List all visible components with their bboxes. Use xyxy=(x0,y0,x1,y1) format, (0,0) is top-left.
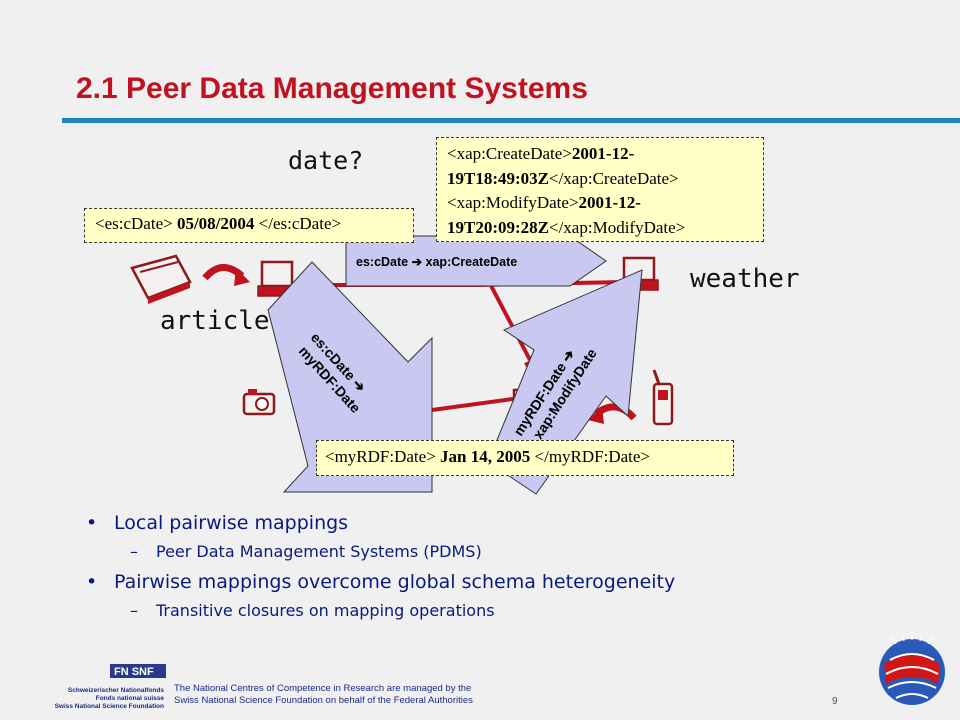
footer-line2: Swiss National Science Foundation on beh… xyxy=(174,695,473,706)
scanner-icon xyxy=(130,254,192,304)
snf-name-en: Swiss National Science Foundation xyxy=(55,703,164,710)
xap-create-date-part2: 19T18:49:03Z xyxy=(447,168,549,188)
footer-line1: The National Centres of Competence in Re… xyxy=(174,683,472,694)
mapping-top-label: es:cDate ➔ xap:CreateDate xyxy=(356,255,517,269)
es-open-tag: <es:cDate> xyxy=(95,214,173,233)
xap-create-open-tag: <xap:CreateDate> xyxy=(447,144,572,163)
xap-create-close-tag: </xap:CreateDate> xyxy=(549,168,679,188)
mapping-callout-top: es:cDate ➔ xap:CreateDate xyxy=(345,235,607,287)
xap-modify-close-tag: </xap:ModifyDate> xyxy=(549,217,686,237)
es-close-tag: </es:cDate> xyxy=(258,214,342,233)
footer-note: The National Centres of Competence in Re… xyxy=(174,683,473,707)
curved-arrow-icon xyxy=(588,403,637,424)
es-metadata-box: <es:cDate> 05/08/2004 </es:cDate> xyxy=(84,208,414,243)
xap-modify-open-tag: <xap:ModifyDate> xyxy=(447,193,579,212)
myrdf-metadata-box: <myRDF:Date> Jan 14, 2005 </myRDF:Date> xyxy=(316,440,734,476)
slide-title: 2.1 Peer Data Management Systems xyxy=(76,72,588,105)
es-date-value: 05/08/2004 xyxy=(176,214,255,233)
mobile-phone-icon xyxy=(652,369,674,426)
myrdf-close-tag: </myRDF:Date> xyxy=(534,447,651,466)
snf-name-de: Schweizerischer Nationalfonds xyxy=(68,687,164,694)
snf-logo: FN SNF Schweizerischer Nationalfonds Fon… xyxy=(55,664,166,710)
bullet-item: Local pairwise mappings xyxy=(86,512,792,534)
page-number: 9 xyxy=(832,696,838,707)
link-bottom-center xyxy=(431,396,521,412)
nccr-globe-logo xyxy=(879,634,945,705)
snf-name-fr: Fonds national suisse xyxy=(96,695,165,702)
xap-modify-date-part2: 19T20:09:28Z xyxy=(447,217,549,237)
title-rule xyxy=(62,118,960,123)
sub-bullet-item: Transitive closures on mapping operation… xyxy=(92,601,792,620)
weather-label: weather xyxy=(690,264,800,294)
xap-modify-date-part1: 2001-12- xyxy=(578,193,641,212)
bullet-list: Local pairwise mappings Peer Data Manage… xyxy=(86,512,792,630)
camera-icon xyxy=(242,389,276,416)
bullet-item: Pairwise mappings overcome global schema… xyxy=(86,571,792,593)
date-question-label: date? xyxy=(288,146,364,175)
article-label: article xyxy=(160,306,270,336)
myrdf-open-tag: <myRDF:Date> xyxy=(325,447,436,466)
curved-arrow-icon xyxy=(202,264,250,286)
mapping-arrow-left: es:cDate ➔ myRDF:Date xyxy=(267,261,433,493)
xap-metadata-box: <xap:CreateDate>2001-12- 19T18:49:03Z</x… xyxy=(436,137,764,242)
xap-create-date-part1: 2001-12- xyxy=(571,144,635,163)
myrdf-date-value: Jan 14, 2005 xyxy=(440,447,531,466)
link-hub-bottom xyxy=(486,279,532,361)
fn-snf-badge: FN SNF xyxy=(114,666,154,678)
sub-bullet-item: Peer Data Management Systems (PDMS) xyxy=(92,542,792,561)
